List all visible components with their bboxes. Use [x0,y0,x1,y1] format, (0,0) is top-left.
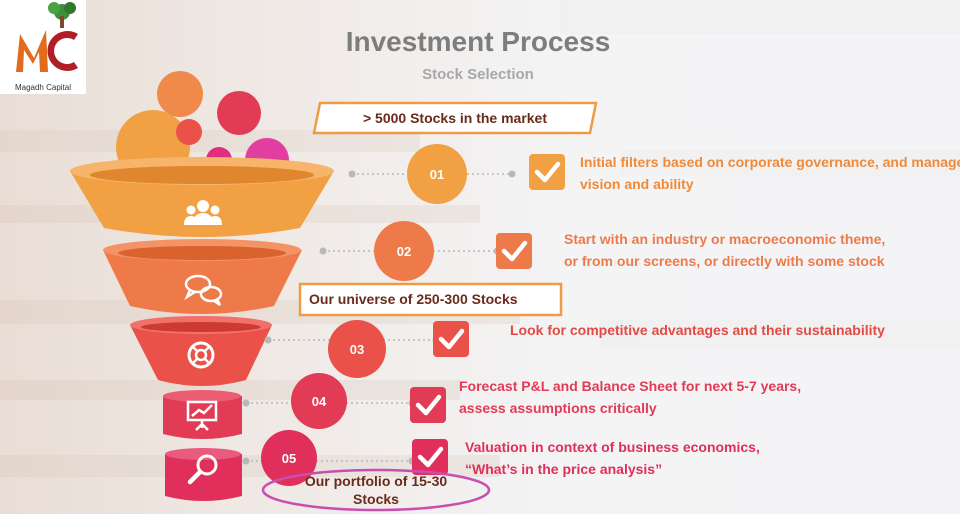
check-icon [433,321,469,357]
decor-ball [176,119,202,145]
step-circle-02 [374,221,434,281]
market-callout: > 5000 Stocks in the market [362,110,548,126]
portfolio-highlight-ellipse [261,468,491,512]
step-02-line1: Start with an industry or macroeconomic … [564,231,886,247]
step-circle-05 [261,430,317,486]
step-description-03: Look for competitive advantages and thei… [510,319,885,341]
step-05-line1: Valuation in context of business economi… [465,439,760,455]
check-icon [529,154,565,190]
step-05-line2: “What’s in the price analysis” [465,461,663,477]
step-description-04: Forecast P&L and Balance Sheet for next … [459,375,801,419]
step-01-line1: Initial filters based on corporate gover… [580,154,960,170]
universe-callout: Our universe of 250-300 Stocks [309,291,518,307]
step-number-04: 04 [311,394,327,409]
check-icon [412,439,448,475]
magnifier-icon [187,454,218,485]
market-callout-frame [312,101,598,135]
step-circle-04 [291,373,347,429]
decor-ball [217,91,261,135]
step-circle-03 [328,320,386,378]
portfolio-callout: Our portfolio of 15-30 Stocks [286,472,466,508]
logo-mark-icon [16,2,78,72]
step-description-05: Valuation in context of business economi… [465,436,760,480]
users-icon [184,200,222,225]
portfolio-callout-line1: Our portfolio of 15-30 [304,473,448,489]
step-description-02: Start with an industry or macroeconomic … [564,228,885,272]
step-circle-01 [407,144,467,204]
page-title: Investment Process [345,26,611,57]
decor-ball [157,71,203,117]
page-subtitle: Stock Selection [422,66,534,83]
step-03-line1: Look for competitive advantages and thei… [510,322,885,338]
step-number-03: 03 [349,342,365,357]
funnel-tier-4 [163,390,242,439]
brand-logo: Magadh Capital [0,0,86,94]
step-description-01: Initial filters based on corporate gover… [580,151,960,195]
portfolio-callout-line2: Stocks [353,491,399,507]
funnel-tier-3 [130,316,272,386]
universe-callout-frame [298,282,563,317]
step-number-05: 05 [281,451,297,466]
check-icon [410,387,446,423]
step-number-01: 01 [429,167,445,182]
check-icon [496,233,532,269]
step-04-line2: assess assumptions critically [459,400,657,416]
presentation-chart-icon [186,400,218,431]
funnel-tier-5 [165,448,242,501]
lifebuoy-icon [187,341,215,369]
step-02-line2: or from our screens, or directly with so… [564,253,885,269]
step-01-line2: vision and ability [580,176,694,192]
step-number-02: 02 [396,244,412,259]
step-04-line1: Forecast P&L and Balance Sheet for next … [459,378,802,394]
brand-name: Magadh Capital [14,83,72,92]
chat-bubbles-icon [184,274,223,307]
funnel-tier-2 [103,239,302,314]
